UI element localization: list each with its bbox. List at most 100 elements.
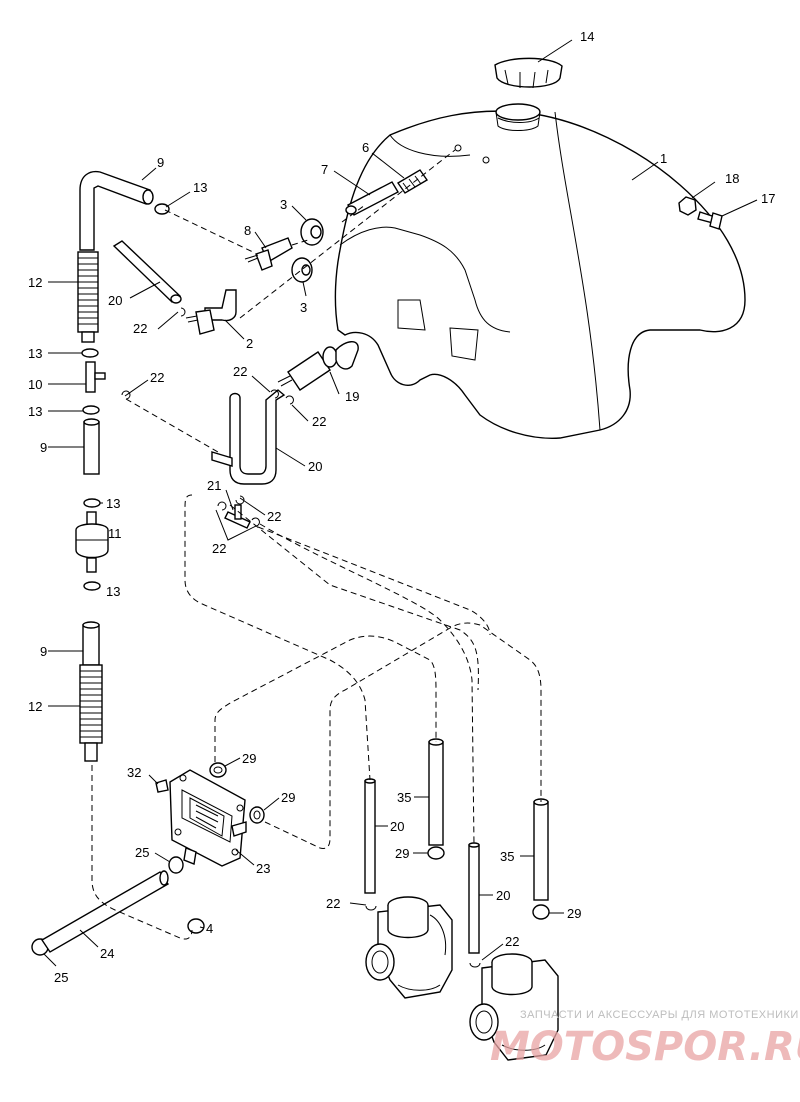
small-clip <box>217 501 227 511</box>
callout-22d: 22 <box>312 414 326 429</box>
fuel-tank <box>334 103 746 439</box>
callout-20d: 20 <box>496 888 510 903</box>
callout-7: 7 <box>321 162 328 177</box>
grommet-lower <box>291 257 313 283</box>
callout-9b: 9 <box>40 440 47 455</box>
callout-25b: 25 <box>54 970 68 985</box>
callout-29a: 29 <box>242 751 256 766</box>
callout-13a: 13 <box>193 180 207 195</box>
hose-clamp <box>83 581 101 591</box>
grommet-upper <box>300 218 324 246</box>
hose-clamp <box>154 203 170 215</box>
callout-3b: 3 <box>300 300 307 315</box>
callout-24: 24 <box>100 946 114 961</box>
t-fitting <box>85 361 106 393</box>
callout-35b: 35 <box>500 849 514 864</box>
primer-valve <box>277 341 359 391</box>
callout-12b: 12 <box>28 699 42 714</box>
nut <box>678 196 697 216</box>
fuel-pump <box>169 769 247 867</box>
callout-32: 32 <box>127 765 141 780</box>
callout-22h: 22 <box>505 934 519 949</box>
hose-clamp <box>532 904 550 920</box>
hose-clamp <box>168 856 184 874</box>
hose-clamp <box>427 846 445 860</box>
small-clip <box>235 495 245 505</box>
watermark-logo: MOTOSPOR.RU <box>490 1024 800 1070</box>
overflow-hose-2 <box>533 798 549 901</box>
callout-8: 8 <box>244 223 251 238</box>
callout-11: 11 <box>108 526 122 541</box>
pulse-hose <box>41 870 169 953</box>
hose-clamp <box>82 405 100 415</box>
small-clip <box>180 307 186 317</box>
callout-23: 23 <box>256 861 270 876</box>
carburetor <box>365 896 453 999</box>
fuel-hose-left <box>83 418 100 475</box>
leader-lines <box>43 39 758 967</box>
watermark: ЗАПЧАСТИ И АКСЕССУАРЫ ДЛЯ МОТОТЕХНИКИ MO… <box>490 1009 800 1070</box>
hose-clamp <box>81 348 99 358</box>
spiral-guard-upper <box>77 251 99 343</box>
small-clip <box>121 390 131 400</box>
callout-13d: 13 <box>106 496 120 511</box>
callouts: 1 14 18 17 6 7 3 8 3 2 9 13 20 22 12 13 … <box>28 29 775 985</box>
callout-29b: 29 <box>281 790 295 805</box>
watermark-tagline: ЗАПЧАСТИ И АКСЕССУАРЫ ДЛЯ МОТОТЕХНИКИ <box>520 1009 799 1021</box>
callout-19: 19 <box>345 389 359 404</box>
callout-29d: 29 <box>567 906 581 921</box>
callout-13b: 13 <box>28 346 42 361</box>
callout-18: 18 <box>725 171 739 186</box>
pump-screw <box>155 779 169 793</box>
callout-35a: 35 <box>397 790 411 805</box>
callout-22f: 22 <box>212 541 226 556</box>
callout-17: 17 <box>761 191 775 206</box>
small-clip <box>270 389 279 399</box>
fuel-hose-upper <box>112 240 182 304</box>
callout-10: 10 <box>28 377 42 392</box>
callout-6: 6 <box>362 140 369 155</box>
callout-13e: 13 <box>106 584 120 599</box>
screw <box>697 211 723 230</box>
callout-25a: 25 <box>135 845 149 860</box>
callout-20a: 20 <box>108 293 122 308</box>
callout-22c: 22 <box>233 364 247 379</box>
small-clip <box>469 962 481 968</box>
callout-1: 1 <box>660 151 667 166</box>
fuel-hose-carb2 <box>468 842 480 954</box>
hose-clamp <box>249 806 265 824</box>
callout-9a: 9 <box>157 155 164 170</box>
small-clip <box>251 517 260 527</box>
callout-13c: 13 <box>28 404 42 419</box>
t-connector <box>224 504 251 529</box>
fuel-hose-carb1 <box>364 778 376 894</box>
callout-22e: 22 <box>267 509 281 524</box>
callout-14: 14 <box>580 29 594 44</box>
callout-22b: 22 <box>150 370 164 385</box>
fuel-filter <box>75 511 109 573</box>
fuel-valve-upper <box>244 237 293 271</box>
routing-lines <box>91 149 542 940</box>
fuel-hose-u <box>211 389 286 485</box>
fuel-hose-lower <box>82 621 100 666</box>
spiral-guard-lower <box>79 664 103 762</box>
hose-clamp <box>209 762 227 778</box>
tank-fitting <box>396 169 429 194</box>
filler-cap <box>494 57 563 89</box>
callout-9c: 9 <box>40 644 47 659</box>
callout-20b: 20 <box>308 459 322 474</box>
callout-29c: 29 <box>395 846 409 861</box>
callout-22g: 22 <box>326 896 340 911</box>
small-clip <box>285 395 294 405</box>
callout-4: 4 <box>206 921 213 936</box>
hose-clamp <box>83 498 101 508</box>
small-clip <box>365 905 377 911</box>
fuel-valve-lower <box>185 289 237 335</box>
callout-21: 21 <box>207 478 221 493</box>
callout-3a: 3 <box>280 197 287 212</box>
callout-2: 2 <box>246 336 253 351</box>
callout-20c: 20 <box>390 819 404 834</box>
overflow-hose-1 <box>428 738 444 846</box>
vent-hose-bent <box>79 170 154 251</box>
